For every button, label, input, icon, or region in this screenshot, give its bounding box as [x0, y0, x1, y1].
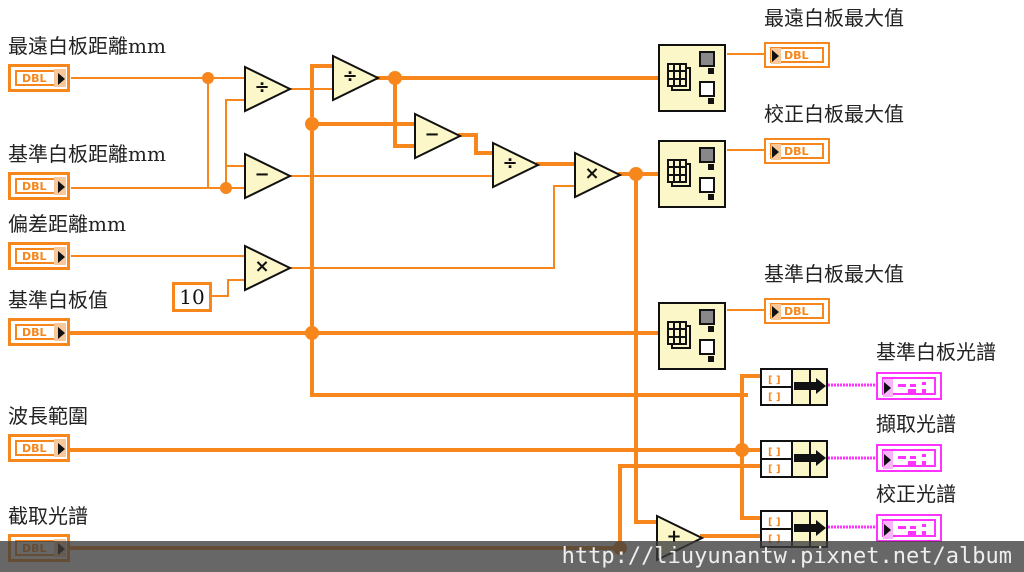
wire-junction	[202, 72, 214, 84]
output-arrow-icon	[58, 181, 65, 193]
subtract-node[interactable]: −	[244, 152, 293, 200]
bundle-icon: [ ] [ ]	[762, 370, 826, 404]
output-arrow-icon	[58, 251, 65, 263]
indicator-captured-spectrum[interactable]	[876, 444, 942, 472]
control-label-ref-white-value: 基準白板值	[8, 288, 108, 312]
control-label-far-distance: 最遠白板距離mm	[8, 34, 166, 58]
wire	[458, 133, 496, 155]
bundle-icon: [ ] [ ]	[762, 512, 826, 546]
indicator-label-captured-spectrum: 擷取光譜	[876, 412, 956, 436]
wire-junction	[388, 71, 402, 85]
control-wavelength-range[interactable]: DBL	[8, 434, 70, 462]
multiply-node[interactable]: ×	[574, 151, 623, 199]
divide-icon: ÷	[502, 153, 518, 174]
bundle-node[interactable]: [ ] [ ]	[760, 368, 828, 406]
input-arrow-icon	[772, 146, 779, 158]
wire	[634, 172, 660, 524]
wire	[740, 374, 762, 520]
indicator-label-far-white-max: 最遠白板最大值	[764, 6, 904, 30]
bundle-node[interactable]: [ ] [ ]	[760, 440, 828, 478]
svg-text:[ ]: [ ]	[768, 375, 781, 386]
indicator-label-ref-white-spectrum: 基準白板光譜	[876, 340, 996, 364]
output-arrow-icon	[58, 73, 65, 85]
control-ref-distance[interactable]: DBL	[8, 172, 70, 200]
divide-node[interactable]: ÷	[244, 65, 293, 113]
divide-node[interactable]: ÷	[492, 141, 541, 189]
numeric-constant-10[interactable]: 10	[172, 282, 212, 312]
wire	[211, 279, 245, 297]
indicator-label-calib-white-max: 校正白板最大值	[764, 102, 904, 126]
control-label-captured-spectrum: 截取光譜	[8, 504, 88, 528]
indicator-ref-white-max[interactable]: DBL	[764, 298, 830, 324]
wire-junction	[735, 443, 749, 457]
subtract-node[interactable]: −	[414, 112, 463, 160]
divide-icon: ÷	[254, 77, 270, 98]
array-max-min-node[interactable]	[658, 140, 726, 208]
indicator-calib-spectrum[interactable]	[876, 514, 942, 542]
input-arrow-icon	[772, 306, 779, 318]
subtract-icon: −	[424, 124, 440, 145]
wire	[289, 185, 577, 269]
indicator-calib-white-max[interactable]: DBL	[764, 138, 830, 164]
array-max-min-icon	[667, 147, 715, 200]
multiply-node[interactable]: ×	[244, 244, 293, 292]
control-far-distance[interactable]: DBL	[8, 64, 70, 92]
subtract-icon: −	[254, 164, 270, 185]
array-max-min-node[interactable]	[658, 302, 726, 370]
control-offset[interactable]: DBL	[8, 242, 70, 270]
array-max-min-icon	[667, 51, 715, 104]
multiply-icon: ×	[254, 256, 270, 277]
input-arrow-icon	[884, 454, 891, 466]
wire-junction	[220, 182, 232, 194]
watermark: http://liuyunantw.pixnet.net/album	[0, 541, 1024, 572]
input-arrow-icon	[772, 50, 779, 62]
divide-node[interactable]: ÷	[332, 54, 381, 102]
output-arrow-icon	[58, 443, 65, 455]
control-label-offset: 偏差距離mm	[8, 212, 126, 236]
wire-junction	[305, 326, 319, 340]
svg-text:[ ]: [ ]	[768, 464, 781, 475]
control-label-wavelength-range: 波長範圍	[8, 404, 88, 428]
svg-text:[ ]: [ ]	[768, 392, 781, 403]
wire	[225, 165, 245, 189]
svg-text:[ ]: [ ]	[768, 447, 781, 458]
wire	[393, 76, 418, 148]
input-arrow-icon	[884, 524, 891, 536]
svg-text:[ ]: [ ]	[768, 517, 781, 528]
bundle-icon: [ ] [ ]	[762, 442, 826, 476]
svg-text:[ ]: [ ]	[768, 534, 781, 545]
wire	[618, 464, 762, 550]
wire	[71, 99, 245, 189]
input-arrow-icon	[884, 382, 891, 394]
array-max-min-node[interactable]	[658, 44, 726, 112]
array-max-min-icon	[667, 309, 715, 362]
control-label-ref-distance: 基準白板距離mm	[8, 142, 166, 166]
output-arrow-icon	[58, 327, 65, 339]
multiply-icon: ×	[584, 163, 600, 184]
wire-junction	[305, 117, 319, 131]
indicator-far-white-max[interactable]: DBL	[764, 42, 830, 68]
control-ref-white-value[interactable]: DBL	[8, 318, 70, 346]
wire-junction	[629, 167, 643, 181]
divide-icon: ÷	[342, 66, 358, 87]
indicator-label-ref-white-max: 基準白板最大值	[764, 262, 904, 286]
indicator-label-calib-spectrum: 校正光譜	[876, 482, 956, 506]
indicator-ref-white-spectrum[interactable]	[876, 372, 942, 400]
